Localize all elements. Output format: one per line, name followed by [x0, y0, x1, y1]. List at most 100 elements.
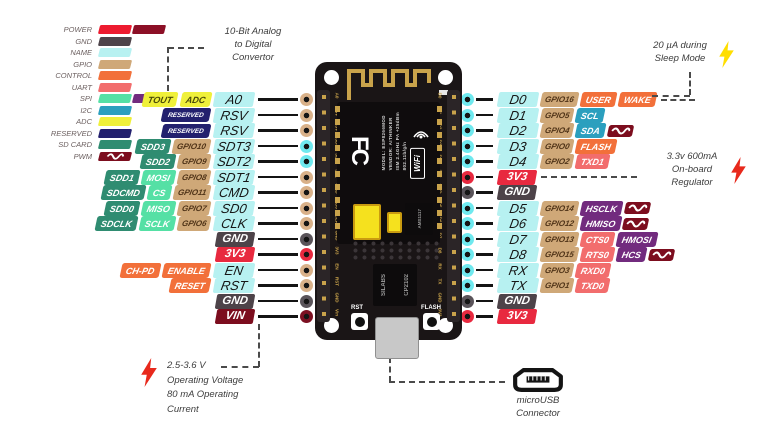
pin-row-gnd: GND [461, 185, 538, 201]
pin-wire [476, 299, 493, 303]
usb-uart-chip-label: SILABS [380, 273, 387, 296]
pin-function-badge: RTS0 [579, 247, 616, 262]
pin-function-badge: MOSI [139, 169, 177, 185]
pin-name-label: SD0 [212, 200, 256, 216]
pin-dot [300, 93, 313, 106]
module-info-line: 802.11b/g/n [402, 141, 407, 171]
pin-function-badge: GPIO9 [175, 154, 212, 169]
pin-name-label: D8 [496, 247, 540, 262]
edge-pin-label: GND [437, 292, 443, 302]
pin-function-badge: MISO [139, 200, 177, 216]
pin-dot [300, 124, 313, 137]
pin-dot [461, 217, 474, 230]
pin-function-badge: GPIO0 [539, 138, 576, 154]
pin-wire [258, 268, 298, 272]
edge-pin-label: A0 [334, 92, 340, 99]
voltage-note-line: 80 mA Operating [167, 389, 239, 401]
edge-pin-label: 3V3 [334, 246, 340, 255]
pin-wire [258, 222, 298, 225]
annotation-connector [541, 176, 637, 178]
module-info-text: MODEL: ESP8266MOD VENDOR: AITHINKER ISM … [381, 112, 407, 170]
usb-uart-chip-label: CP2102 [403, 274, 410, 296]
pwm-wave-icon [607, 124, 635, 137]
pin-function-badge: GPIO3 [539, 262, 576, 278]
legend-label: I2C [80, 105, 92, 115]
pin-name-label: GND [214, 293, 256, 309]
pin-function-badge: SCL [574, 107, 607, 123]
edge-pin-label: EN [334, 262, 340, 270]
pin-name-label: CMD [212, 185, 256, 200]
voltage-note-line: Current [167, 404, 199, 416]
smd-component [439, 90, 448, 95]
pin-dot [461, 170, 474, 184]
pin-function-badge: GPIO11 [172, 185, 212, 200]
pin-wire [258, 113, 298, 117]
pin-wire [476, 222, 493, 225]
regulator-note: 3.3v 600mA On-board Regulator [652, 151, 732, 189]
pin-function-badge: RXD0 [574, 262, 613, 278]
pin-function-badge: SDD3 [134, 138, 172, 154]
module-info-line: ISM 2.4GHz PA +25dBm [395, 112, 400, 171]
pin-name-label: GND [496, 293, 538, 309]
pin-name-label: SDT1 [212, 169, 256, 185]
pin-function-badge: GPIO4 [539, 123, 576, 138]
pin-wire [476, 206, 493, 210]
pwm-wave-icon [623, 202, 652, 214]
pin-function-badge: SDD2 [138, 154, 177, 169]
pin-name-label: D0 [496, 92, 540, 107]
annotation-connector [660, 98, 695, 101]
voltage-note-connector [221, 366, 259, 368]
pin-name-label: SDT3 [212, 138, 256, 154]
module-info-line: VENDOR: AITHINKER [388, 117, 393, 171]
edge-pin-label: GND [334, 292, 340, 302]
wifi-arcs-icon [413, 131, 429, 139]
mounting-hole [324, 70, 339, 85]
pin-name-label: 3V3 [496, 169, 538, 185]
pin-name-label: TX [496, 278, 540, 293]
regulator-note-line: Regulator [671, 176, 713, 188]
wifi-antenna-trace [347, 69, 431, 100]
pin-wire [258, 253, 298, 256]
pin-wire [476, 253, 493, 256]
pin-wire [258, 129, 298, 132]
pin-row-gnd: GND [0, 231, 313, 247]
pin-function-badge: SDD0 [102, 200, 141, 216]
pin-name-label: 3V3 [496, 309, 538, 324]
pin-wire [258, 98, 298, 101]
pin-dot [300, 155, 313, 168]
regulator-chip-label: AMS1117 [416, 209, 422, 229]
adc-note-line: to Digital [234, 38, 272, 50]
pin-function-badge: FLASH [574, 138, 619, 154]
left-pin-header [317, 90, 330, 322]
pin-name-label: D1 [496, 107, 540, 123]
pin-name-label: GND [496, 185, 538, 200]
legend-swatch [97, 151, 133, 161]
pin-function-badge: SCLK [138, 216, 177, 231]
lightning-icon [719, 41, 734, 68]
legend-row: POWER [30, 25, 167, 35]
yellow-capacitor [353, 204, 381, 240]
rst-button [351, 313, 368, 330]
pwm-wave-icon [622, 217, 650, 230]
pin-wire [258, 315, 298, 318]
wifi-logo: WiFi [410, 126, 432, 179]
edge-pin-label: Vin [334, 309, 340, 316]
regulator-note-line: 3.3v 600mA [666, 151, 718, 162]
legend-label: NAME [70, 48, 92, 57]
pin-function-badge: GPIO10 [171, 138, 212, 154]
pin-name-label: RSV [212, 107, 256, 123]
legend-row: GND [30, 36, 133, 46]
pin-dot [300, 201, 313, 215]
pin-dot [300, 294, 313, 308]
mounting-hole [438, 70, 453, 85]
pin-function-badge: HMOSI [615, 231, 659, 247]
